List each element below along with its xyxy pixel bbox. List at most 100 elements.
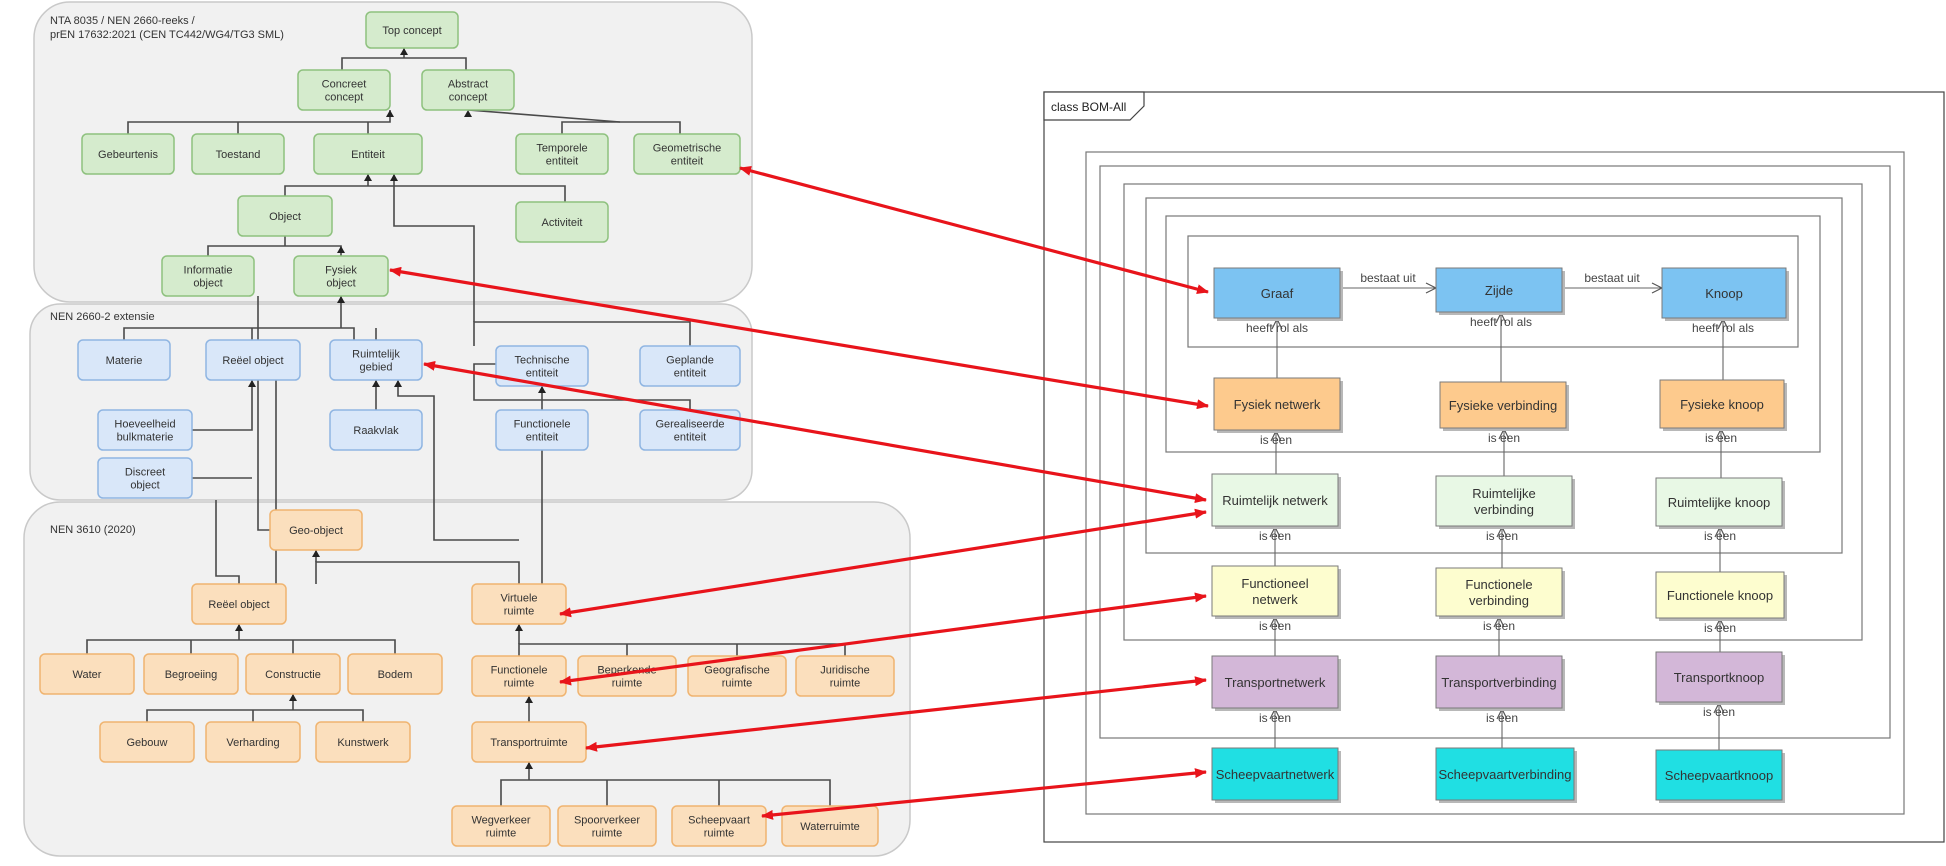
node-box — [421, 69, 515, 111]
node-label: Materie — [106, 355, 143, 367]
tree-arrowhead — [400, 48, 408, 55]
node-label-line: Waterruimte — [800, 821, 860, 833]
node-label-line: Activiteit — [542, 217, 583, 229]
node-box — [97, 409, 193, 451]
class-name: Scheepvaartknoop — [1665, 768, 1773, 783]
node-label-line: ruimte — [592, 828, 623, 840]
uml-relation-label: heeft rol als — [1246, 321, 1308, 335]
node-label: Top concept — [382, 25, 441, 37]
node-box — [293, 255, 389, 297]
section-label-line: prEN 17632:2021 (CEN TC442/WG4/TG3 SML) — [50, 29, 284, 41]
node-box — [191, 133, 285, 175]
class-name-line: Scheepvaartknoop — [1665, 768, 1773, 783]
mapping-arrow-transportruimte-to-transportnetwerk — [585, 676, 1207, 752]
class-name-line: Transportverbinding — [1441, 675, 1556, 690]
uml-class-fysieke-verbinding: Fysieke verbinding — [1439, 381, 1569, 431]
node-label: Reëel object — [208, 599, 269, 611]
section-label-line: NTA 8035 / NEN 2660-reeks / — [50, 15, 196, 27]
node-label-line: Technische — [514, 355, 569, 367]
node-label-line: Abstract — [448, 79, 488, 91]
taxonomy-node-reeel: Reëel object — [205, 339, 301, 381]
node-label-line: Scheepvaart — [688, 815, 750, 827]
node-label-line: Gerealiseerde — [655, 419, 724, 431]
node-box — [671, 805, 767, 847]
uml-relation-label: heeft rol als — [1470, 315, 1532, 329]
uml-class-ruimtelijk-netwerk: Ruimtelijk netwerk — [1211, 473, 1341, 529]
node-label-line: Geo-object — [289, 525, 343, 537]
uml-class-functionele-knoop: Functionele knoop — [1655, 571, 1787, 621]
class-name-line: Scheepvaartverbinding — [1439, 767, 1572, 782]
class-name-line: Graaf — [1261, 286, 1294, 301]
class-name-line: Knoop — [1705, 286, 1743, 301]
tree-arrowhead — [386, 110, 394, 117]
node-label-line: Toestand — [216, 149, 261, 161]
node-label: Activiteit — [542, 217, 583, 229]
tree-arrowhead — [248, 380, 256, 387]
taxonomy-node-constructie: Constructie — [245, 653, 341, 695]
tree-arrowhead — [372, 380, 380, 387]
class-name: Fysieke verbinding — [1449, 398, 1557, 413]
class-box — [1211, 747, 1339, 801]
taxonomy-node-water: Water — [39, 653, 135, 695]
class-box — [1659, 379, 1785, 429]
node-label-line: Spoorverkeer — [574, 815, 640, 827]
tree-link — [146, 709, 364, 722]
node-box — [237, 195, 333, 237]
node-box — [313, 133, 423, 175]
node-label-line: Concreet — [322, 79, 367, 91]
node-box — [77, 339, 171, 381]
node-box — [39, 653, 135, 695]
class-name: Fysiek netwerk — [1234, 397, 1321, 412]
node-label-line: object — [326, 278, 355, 290]
uml-class-graaf: Graaf — [1213, 267, 1343, 321]
class-name-line: Transportnetwerk — [1225, 675, 1326, 690]
class-box — [1213, 267, 1341, 319]
node-label-line: Bodem — [378, 669, 413, 681]
uml-class-fysiek-netwerk: Fysiek netwerk — [1213, 377, 1343, 433]
class-name-line: Zijde — [1485, 283, 1513, 298]
node-label-line: Verharding — [226, 737, 279, 749]
node-label-line: ruimte — [722, 678, 753, 690]
node-label-line: Discreet — [125, 467, 165, 479]
class-name: Functionele knoop — [1667, 588, 1773, 603]
node-label-line: Constructie — [265, 669, 321, 681]
node-label-line: Reëel object — [222, 355, 283, 367]
node-box — [329, 409, 423, 451]
taxonomy-node-top: Top concept — [365, 11, 459, 49]
class-name-line: Functioneel — [1241, 576, 1308, 591]
node-label-line: Juridische — [820, 665, 870, 677]
node-label-line: Informatie — [184, 265, 233, 277]
class-name-line: Ruimtelijk netwerk — [1222, 493, 1328, 508]
node-label-line: Entiteit — [351, 149, 385, 161]
node-box — [205, 721, 301, 763]
taxonomy-node-bodem: Bodem — [347, 653, 443, 695]
uml-class-transportnetwerk: Transportnetwerk — [1211, 655, 1341, 711]
uml-relation-label: bestaat uit — [1584, 271, 1640, 285]
node-label-line: Geplande — [666, 355, 714, 367]
node-label: Entiteit — [351, 149, 385, 161]
node-label-line: Water — [73, 669, 102, 681]
class-box — [1435, 747, 1575, 801]
tree-arrowhead — [525, 762, 533, 769]
node-box — [143, 653, 239, 695]
node-label-line: Kunstwerk — [337, 737, 389, 749]
uml-frame — [1043, 91, 1945, 843]
taxonomy-node-reeel2: Reëel object — [191, 583, 287, 625]
taxonomy-node-gebouw: Gebouw — [99, 721, 195, 763]
class-box — [1211, 473, 1339, 527]
